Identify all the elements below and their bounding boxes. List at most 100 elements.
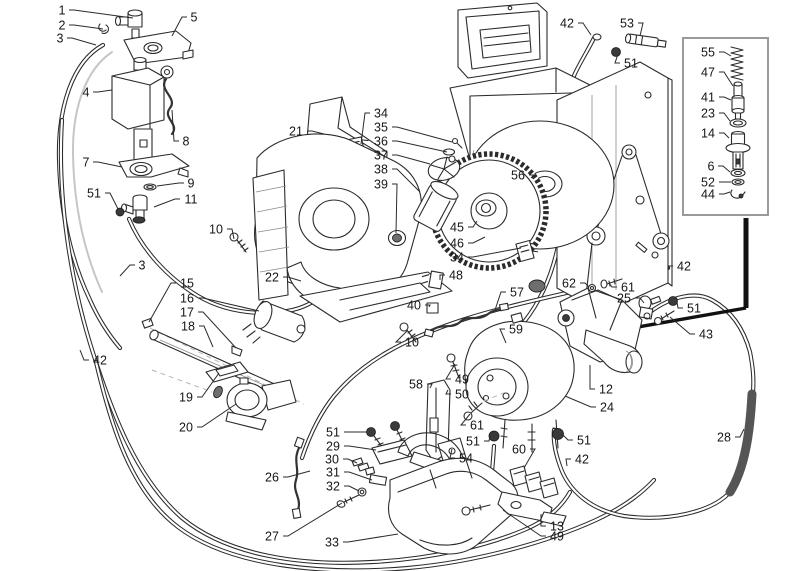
o-ring-6: [730, 168, 746, 178]
leader-line: [564, 395, 596, 408]
part-label-23: 23: [701, 106, 715, 120]
part-label-42: 42: [93, 353, 107, 367]
leader-line: [283, 470, 311, 478]
pump-group: [409, 278, 678, 475]
part-label-55: 55: [701, 45, 715, 59]
leader-line: [502, 509, 546, 537]
part-label-29: 29: [326, 439, 340, 453]
leader-line: [445, 363, 456, 380]
part-label-25: 25: [617, 291, 631, 305]
leader-line: [561, 433, 573, 441]
part-label-12: 12: [599, 382, 613, 396]
part-label-30: 30: [325, 452, 339, 466]
part-label-13: 13: [550, 519, 564, 533]
leader-line: [392, 140, 448, 153]
screw-35: [451, 137, 459, 145]
leader-line: [119, 264, 135, 277]
leader-line: [171, 109, 179, 142]
cap: [528, 279, 546, 293]
leader-line: [392, 183, 398, 234]
leader-line: [608, 282, 617, 288]
part-label-35: 35: [374, 120, 388, 134]
leader-line: [719, 96, 732, 101]
ring-terminal: [160, 65, 174, 79]
part-label-22: 22: [265, 270, 279, 284]
leader-line: [529, 174, 536, 179]
leader-line: [199, 325, 214, 348]
nut-51: [668, 296, 678, 306]
part-label-41: 41: [701, 90, 715, 104]
tube-inner: [648, 294, 755, 394]
part-label-9: 9: [188, 176, 195, 190]
part-label-17: 17: [180, 305, 194, 319]
part-label-60: 60: [512, 442, 526, 456]
leader-line: [425, 304, 431, 308]
wire-8: [163, 77, 176, 136]
part-label-57: 57: [510, 285, 524, 299]
leader-line: [93, 161, 123, 168]
part-label-36: 36: [374, 134, 388, 148]
fitting-11: [132, 198, 148, 211]
leader-line: [283, 502, 343, 537]
wire-57: [428, 306, 506, 334]
bolts-51: [366, 421, 407, 453]
leader-line: [667, 265, 673, 270]
washer-62: [587, 283, 597, 293]
screw-10b: [399, 322, 417, 343]
spring-55: [730, 46, 744, 81]
leader-line: [153, 198, 180, 208]
part-label-34: 34: [374, 106, 388, 120]
leader-line: [69, 9, 134, 19]
clip-2: [98, 23, 110, 35]
fitting-30: [351, 457, 376, 476]
valve-body-14: [725, 130, 751, 170]
part-label-38: 38: [374, 162, 388, 176]
part-label-39: 39: [374, 177, 388, 191]
solenoid-valve-assembly: [98, 9, 194, 224]
part-label-4: 4: [83, 85, 90, 99]
leader-line: [156, 182, 184, 187]
leader-line: [449, 448, 455, 459]
part-label-59: 59: [509, 322, 523, 336]
part-label-44: 44: [701, 187, 715, 201]
leader-line: [344, 445, 377, 451]
screw-27: [336, 494, 360, 508]
steam-wand-pipe: [631, 218, 757, 497]
clip-15: [141, 317, 154, 329]
connector-group: [291, 421, 519, 555]
leader-line: [468, 247, 522, 258]
steam-valve-12: [557, 287, 643, 374]
part-label-37: 37: [374, 148, 388, 162]
wand-grip: [725, 389, 757, 497]
housing-33: [387, 457, 519, 555]
valve-25: [638, 295, 662, 320]
part-label-49: 49: [550, 529, 564, 543]
boiler-assembly: [429, 120, 615, 271]
leader-line: [283, 276, 302, 282]
leader-line: [445, 389, 451, 395]
washer-36: [442, 148, 456, 156]
leader-line: [494, 291, 506, 311]
leader-line: [105, 192, 119, 210]
leader-line: [427, 383, 433, 389]
part-label-24: 24: [600, 400, 614, 414]
part-label-28: 28: [717, 430, 731, 444]
gear-teeth: [429, 151, 549, 271]
part-label-51: 51: [326, 425, 340, 439]
part-label-14: 14: [701, 126, 715, 140]
clip-17: [231, 345, 243, 357]
leader-line: [719, 51, 732, 57]
part-label-62: 62: [562, 276, 576, 290]
leader-line: [468, 236, 486, 244]
inset-detail-box: [682, 37, 769, 216]
leader-line: [718, 165, 731, 173]
leader-line: [719, 112, 731, 122]
leader-line: [735, 428, 745, 438]
part-label-11: 11: [185, 192, 198, 206]
leader-line: [343, 458, 358, 464]
leader-line: [468, 220, 478, 228]
part-label-40: 40: [407, 298, 421, 312]
part-label-61: 61: [621, 280, 635, 294]
screw-43: [653, 310, 675, 326]
